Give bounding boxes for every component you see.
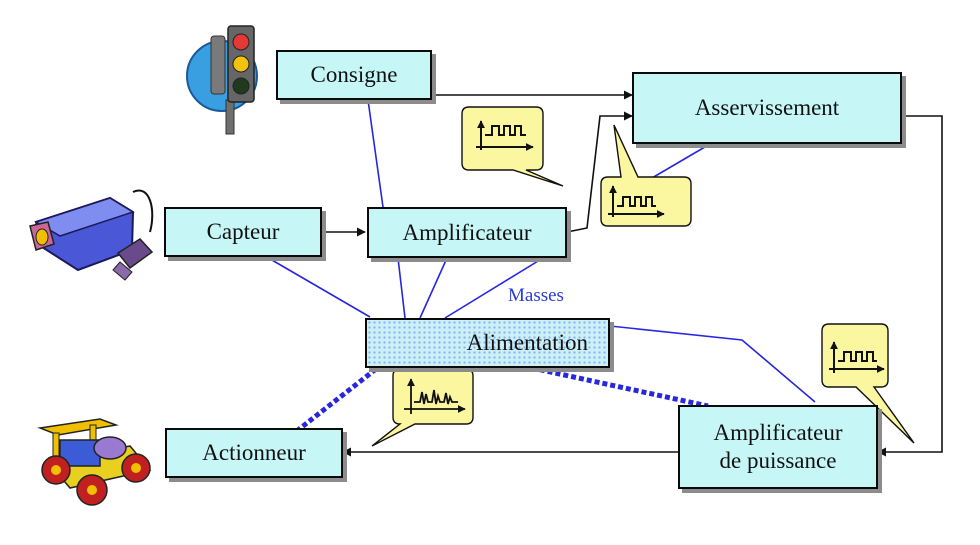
block-ampli-puissance-line2: de puissance xyxy=(719,448,837,473)
ground-line-amp-b xyxy=(419,257,448,319)
camera-icon xyxy=(29,189,154,281)
toy-car-icon xyxy=(37,418,152,506)
block-actionneur-label: Actionneur xyxy=(202,440,306,466)
callout-signal-1 xyxy=(461,106,564,187)
block-amplificateur: Amplificateur xyxy=(367,207,567,258)
ground-line-consigne xyxy=(367,99,384,208)
block-amplificateur-label: Amplificateur xyxy=(402,219,532,245)
ground-dashed-ampli-puissance xyxy=(531,365,709,409)
block-alimentation-label: Alimentation xyxy=(466,330,588,356)
block-capteur-label: Capteur xyxy=(206,219,280,245)
block-consigne: Consigne xyxy=(276,50,432,100)
arrow-asservissement-ampli-puissance xyxy=(877,115,943,457)
block-actionneur: Actionneur xyxy=(165,428,343,478)
ground-dashed-actionneur xyxy=(296,367,378,432)
block-alimentation: Alimentation xyxy=(365,318,610,368)
arrow-amplificateur-asservissement xyxy=(566,111,633,233)
block-asservissement: Asservissement xyxy=(632,72,902,144)
pulse-signal-icon xyxy=(829,341,885,373)
pulse-signal-icon xyxy=(608,185,665,218)
block-ampli-puissance: Amplificateur de puissance xyxy=(678,405,878,489)
block-asservissement-label: Asservissement xyxy=(694,95,840,121)
callout-signal-3 xyxy=(821,323,915,444)
callout-signal-2 xyxy=(600,124,692,227)
signal-arrows xyxy=(322,90,943,457)
ground-line-ampli-puissance xyxy=(609,325,816,403)
ground-lines xyxy=(264,99,816,432)
callout-noisy-signal xyxy=(371,368,474,447)
block-capteur: Capteur xyxy=(164,207,322,257)
block-ampli-puissance-line1: Amplificateur xyxy=(713,420,843,446)
ground-line-capteur xyxy=(264,255,371,318)
noisy-signal-icon xyxy=(404,378,466,414)
ground-line-amp-c xyxy=(444,257,544,319)
ground-line-amp-a xyxy=(397,257,406,319)
block-consigne-label: Consigne xyxy=(310,62,398,88)
traffic-light-icon xyxy=(186,25,258,135)
pulse-signal-icon xyxy=(476,120,534,151)
masses-label: Masses xyxy=(508,285,564,306)
